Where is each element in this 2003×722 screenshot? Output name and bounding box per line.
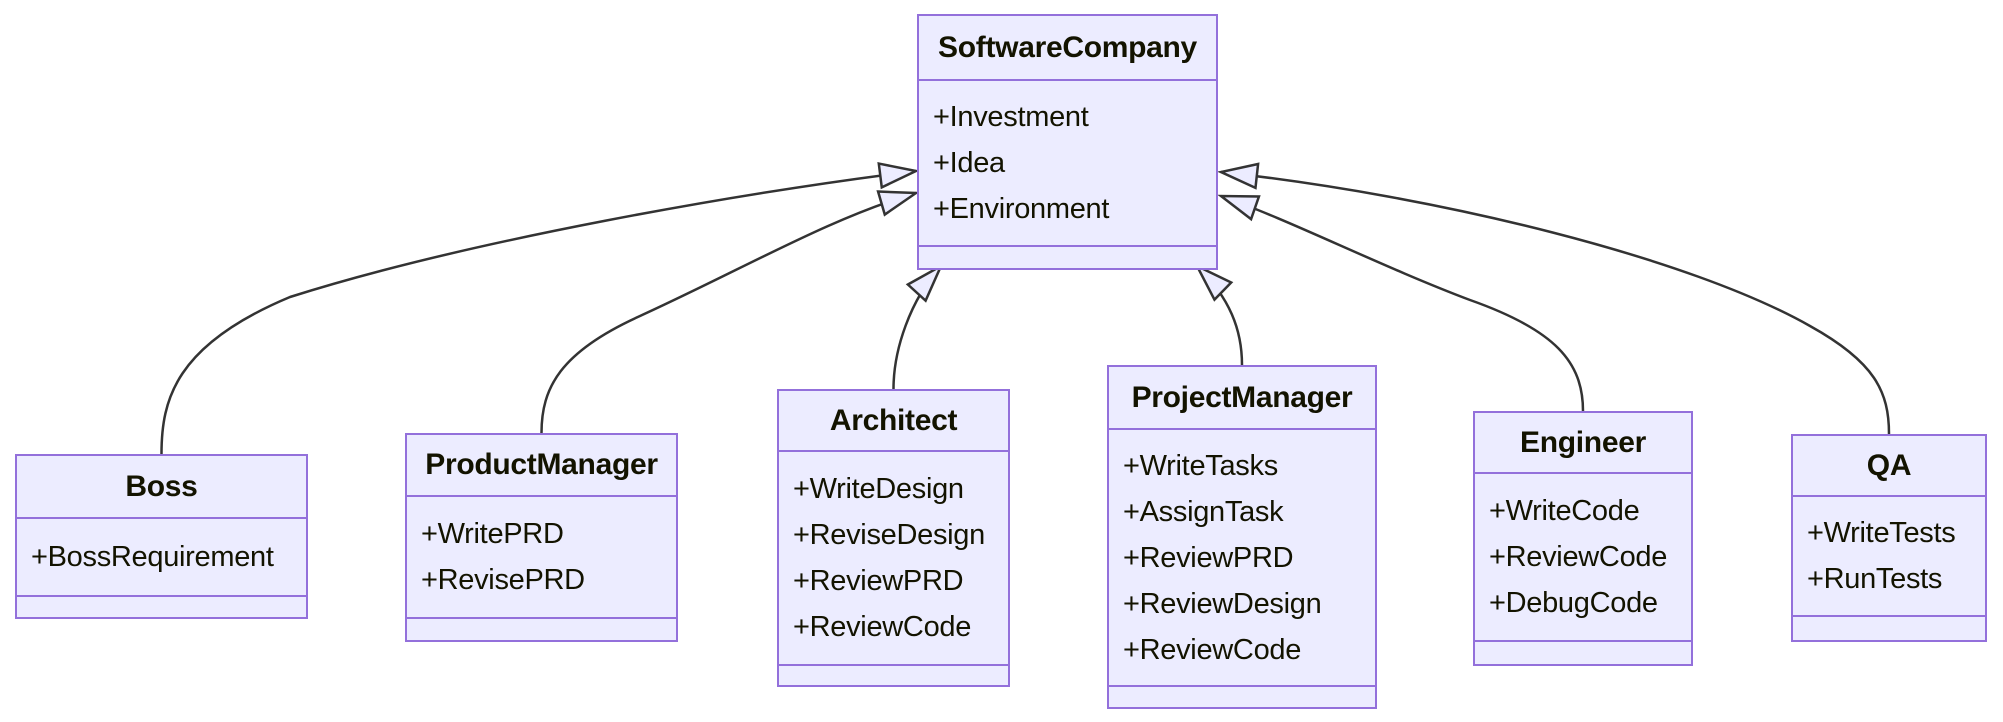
class-node-productmanager: ProductManager +WritePRD +RevisePRD — [405, 433, 678, 642]
class-member: +DebugCode — [1489, 587, 1658, 619]
class-member: +WriteTasks — [1123, 449, 1278, 482]
class-member: +ReviewPRD — [1123, 541, 1294, 574]
class-member: +ReviewCode — [1123, 633, 1302, 666]
class-member: +ReviewCode — [793, 611, 972, 643]
class-title: Engineer — [1520, 425, 1646, 459]
class-title: ProjectManager — [1131, 380, 1353, 414]
class-title: Architect — [829, 403, 958, 437]
class-member: +AssignTask — [1123, 495, 1284, 528]
class-node-projectmanager: ProjectManager +WriteTasks +AssignTask +Re… — [1107, 365, 1377, 709]
class-methods — [919, 245, 1216, 268]
edge-boss-extends-softwarecompany — [160, 161, 920, 455]
edge-productmanager-extends-softwarecompany — [540, 190, 920, 434]
class-member: +Idea — [933, 147, 1005, 179]
class-member: +BossRequirement — [31, 541, 274, 573]
class-member: +ReviewCode — [1489, 541, 1668, 573]
edge-architect-extends-softwarecompany — [892, 263, 944, 390]
class-methods — [1793, 615, 1985, 640]
class-attributes: +Investment +Idea +Environment — [919, 79, 1216, 245]
class-member: +ReviseDesign — [793, 519, 985, 551]
edge-qa-extends-softwarecompany — [1217, 162, 1891, 435]
edge-engineer-extends-softwarecompany — [1217, 194, 1585, 412]
class-methods — [779, 664, 1008, 685]
class-member: +WriteDesign — [793, 473, 964, 505]
class-attributes: +WriteTasks +AssignTask +ReviewPRD +ReviewD… — [1109, 428, 1375, 685]
class-node-architect: Architect +WriteDesign +ReviseDesign +Revi… — [777, 389, 1010, 687]
class-member: +RevisePRD — [421, 564, 585, 596]
class-methods — [407, 617, 676, 640]
class-member: +WriteCode — [1489, 495, 1640, 527]
class-methods — [1475, 640, 1691, 664]
class-member: +RunTests — [1807, 563, 1943, 595]
class-attributes: +BossRequirement — [17, 517, 306, 595]
class-node-engineer: Engineer +WriteCode +ReviewCode +DebugCode — [1473, 411, 1693, 666]
edge-projectmanager-extends-softwarecompany — [1194, 263, 1244, 366]
class-member: +WriteTests — [1807, 517, 1956, 549]
class-attributes: +WriteTests +RunTests — [1793, 495, 1985, 615]
class-title: Boss — [125, 469, 198, 503]
class-title: QA — [1866, 448, 1912, 482]
class-methods — [1109, 685, 1375, 707]
class-title: SoftwareCompany — [938, 30, 1197, 64]
class-node-boss: Boss +BossRequirement — [15, 454, 308, 619]
class-attributes: +WriteCode +ReviewCode +DebugCode — [1475, 472, 1691, 640]
class-member: +ReviewDesign — [1123, 587, 1322, 620]
class-attributes: +WritePRD +RevisePRD — [407, 495, 676, 617]
class-member: +ReviewPRD — [793, 565, 964, 597]
class-methods — [17, 595, 306, 617]
class-node-qa: QA +WriteTests +RunTests — [1791, 434, 1987, 642]
class-node-softwarecompany: SoftwareCompany +Investment +Idea +Environ… — [917, 14, 1218, 270]
class-title: ProductManager — [425, 448, 658, 481]
class-attributes: +WriteDesign +ReviseDesign +ReviewPRD +Revi… — [779, 450, 1008, 664]
class-member: +Investment — [933, 101, 1089, 133]
class-member: +WritePRD — [421, 518, 564, 550]
class-member: +Environment — [933, 193, 1110, 225]
